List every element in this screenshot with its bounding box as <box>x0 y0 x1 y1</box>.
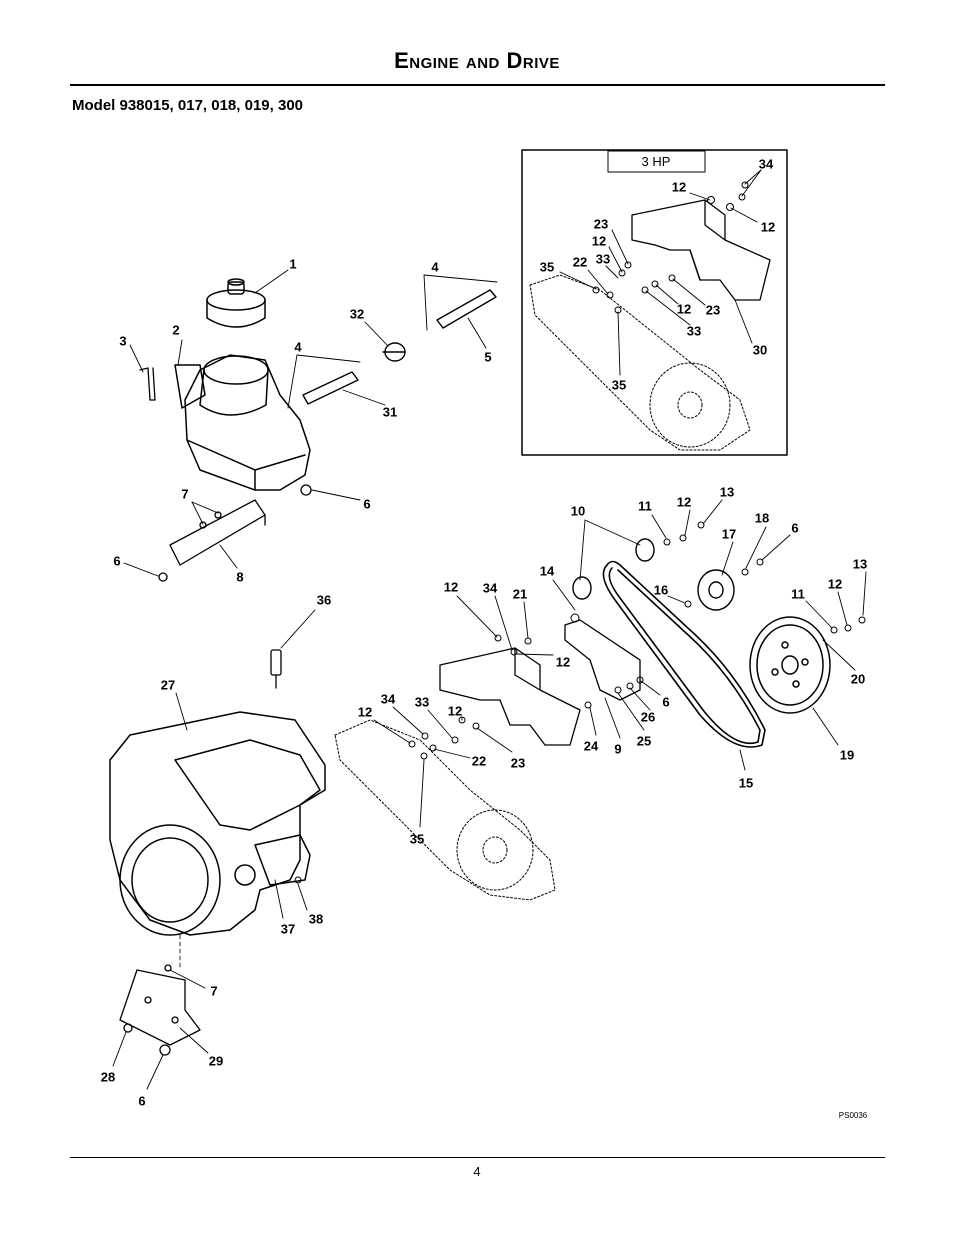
small-pulleys <box>572 538 735 611</box>
part-callout: 13 <box>720 484 734 499</box>
fuel-filter <box>382 342 406 362</box>
part-callout: 23 <box>594 216 608 231</box>
part-callout: 23 <box>511 755 525 770</box>
part-callout: 31 <box>383 404 397 419</box>
part-callout: 2 <box>172 322 179 337</box>
part-callout: 24 <box>584 738 599 753</box>
hardware <box>294 521 866 884</box>
page-title: Engine and Drive <box>394 48 560 73</box>
part-callout: 33 <box>596 251 610 266</box>
part-callout: 18 <box>755 510 769 525</box>
part-callout: 12 <box>828 576 842 591</box>
fuel-cap <box>206 278 266 328</box>
engine-body <box>109 711 326 936</box>
part-callout: 30 <box>753 342 767 357</box>
part-callout: 35 <box>540 259 554 274</box>
part-callout: 23 <box>706 302 720 317</box>
part-callout: 38 <box>309 911 323 926</box>
part-callout: 8 <box>236 569 243 584</box>
part-callout: 11 <box>638 498 652 513</box>
drive-belt <box>602 560 766 748</box>
part-callout: 22 <box>472 753 486 768</box>
part-callout: 34 <box>483 580 498 595</box>
part-callout: 17 <box>722 526 736 541</box>
part-callout: 20 <box>851 671 865 686</box>
part-callout: 10 <box>571 503 585 518</box>
part-callout: 12 <box>448 703 462 718</box>
part-callout: 36 <box>317 592 331 607</box>
part-callout: 25 <box>637 733 651 748</box>
page-number: 4 <box>473 1164 481 1179</box>
part-callout: 26 <box>641 709 655 724</box>
spark-plug <box>270 649 282 689</box>
part-callout: 5 <box>484 349 491 364</box>
inset-hardware <box>592 181 749 314</box>
part-callout: 33 <box>687 323 701 338</box>
engine-mount-bracket <box>119 964 201 1056</box>
part-callout: 34 <box>759 156 774 171</box>
part-callout: 14 <box>540 563 555 578</box>
part-callout: 11 <box>791 586 805 601</box>
part-callout: 29 <box>209 1053 223 1068</box>
part-callout: 35 <box>612 377 626 392</box>
footer-rule <box>70 1157 885 1158</box>
part-callout: 21 <box>513 586 527 601</box>
part-callout: 12 <box>592 233 606 248</box>
part-callout: 12 <box>677 494 691 509</box>
part-callout: 16 <box>654 582 668 597</box>
part-callout: 15 <box>739 775 753 790</box>
part-callout: 27 <box>161 677 175 692</box>
inset-engine-bracket <box>631 199 771 301</box>
tank-bracket <box>158 484 312 582</box>
part-callout: 7 <box>210 983 217 998</box>
fuel-clip <box>139 367 156 401</box>
part-callout: 28 <box>101 1069 115 1084</box>
part-callout: 34 <box>381 691 396 706</box>
part-callout: 4 <box>431 259 439 274</box>
part-callout: 32 <box>350 306 364 321</box>
part-callout: 6 <box>791 520 798 535</box>
inset-label-box <box>607 150 706 173</box>
idler-arm <box>564 619 641 701</box>
engine-bracket <box>439 647 581 746</box>
part-callout: 35 <box>410 831 424 846</box>
part-callout: 6 <box>363 496 370 511</box>
part-callout: 12 <box>358 704 372 719</box>
part-callout: 12 <box>761 219 775 234</box>
inset-leader-lines <box>559 169 762 376</box>
part-callout: 1 <box>289 256 296 271</box>
leader-lines <box>112 269 867 1090</box>
fuel-tank <box>174 354 311 491</box>
part-callout: 33 <box>415 694 429 709</box>
part-callout: 9 <box>614 741 621 756</box>
inset-label: 3 HP <box>642 154 671 169</box>
part-callout: 7 <box>181 486 188 501</box>
part-callout: 37 <box>281 921 295 936</box>
part-callout: 6 <box>113 553 120 568</box>
part-callout: 12 <box>677 301 691 316</box>
part-callout: 6 <box>662 694 669 709</box>
part-callout: 12 <box>444 579 458 594</box>
header-rule <box>70 84 885 86</box>
belt-cover <box>334 719 556 901</box>
part-callout: 3 <box>119 333 126 348</box>
fuel-lines <box>302 289 497 405</box>
part-callout: 4 <box>294 339 302 354</box>
part-callout: 22 <box>573 254 587 269</box>
model-subtitle: Model 938015, 017, 018, 019, 300 <box>72 97 303 114</box>
inset-belt-cover <box>529 274 751 451</box>
part-callout: 12 <box>556 654 570 669</box>
inset-frame <box>521 149 788 456</box>
part-callout: 13 <box>853 556 867 571</box>
figure-code: PS0036 <box>839 1111 868 1120</box>
part-callout: 12 <box>672 179 686 194</box>
part-callout: 6 <box>138 1093 145 1108</box>
large-pulley <box>749 616 831 714</box>
part-callout: 19 <box>840 747 854 762</box>
